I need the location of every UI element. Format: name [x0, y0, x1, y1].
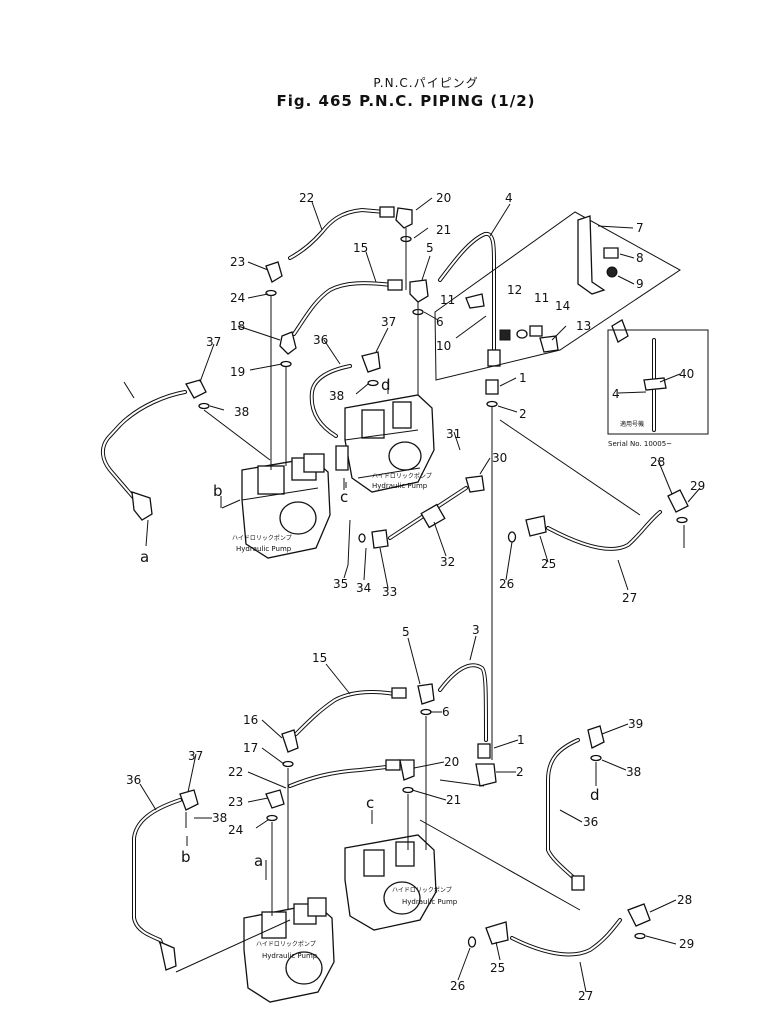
callout-38: 38 — [329, 389, 344, 403]
callout-1-lower: 1 — [517, 733, 525, 747]
callout-33: 33 — [382, 585, 397, 599]
callout-numbers: 22 20 4 7 21 23 15 5 8 24 11 12 11 14 9 … — [126, 191, 705, 1003]
callout-21-lower: 21 — [446, 793, 461, 807]
callout-b-lower: b — [181, 848, 191, 866]
pump-label-jp: ハイドロリックポンプ — [232, 534, 292, 542]
callout-15-lower: 15 — [312, 651, 327, 665]
callout-30: 30 — [492, 451, 507, 465]
callout-1: 1 — [519, 371, 527, 385]
callout-38-lower-left: 38 — [212, 811, 227, 825]
callout-35: 35 — [333, 577, 348, 591]
lower-assembly: ハイドロリックポンプ Hydraulic Pump ハイドロリックポンプ Hyd… — [132, 663, 651, 1003]
callout-23: 23 — [230, 255, 245, 269]
pump-label-en: Hydraulic Pump — [262, 952, 318, 960]
callout-8: 8 — [636, 251, 644, 265]
inset-box — [607, 329, 709, 435]
callout-27: 27 — [622, 591, 637, 605]
callout-36-lower-left: 36 — [126, 773, 141, 787]
callout-25: 25 — [541, 557, 556, 571]
callout-22: 22 — [299, 191, 314, 205]
connection-arrows — [145, 380, 597, 880]
callout-32: 32 — [440, 555, 455, 569]
callout-14: 14 — [555, 299, 570, 313]
callout-c: c — [340, 488, 348, 506]
callout-24: 24 — [230, 291, 245, 305]
callout-2: 2 — [519, 407, 527, 421]
callout-16: 16 — [243, 713, 258, 727]
pump-label-en: Hydraulic Pump — [402, 898, 458, 906]
callout-36-lower-right: 36 — [583, 815, 598, 829]
callout-25-lower: 25 — [490, 961, 505, 975]
callout-24-lower: 24 — [228, 823, 243, 837]
hydraulic-pump-upper-right: ハイドロリックポンプ Hydraulic Pump — [344, 394, 435, 493]
callout-2-lower: 2 — [516, 765, 524, 779]
callout-9: 9 — [636, 277, 644, 291]
callout-18: 18 — [230, 319, 245, 333]
callout-19: 19 — [230, 365, 245, 379]
hydraulic-pump-lower-left: ハイドロリックポンプ Hydraulic Pump — [243, 897, 335, 1003]
figure-title: Fig. 465 P.N.C. PIPING (1/2) — [276, 92, 536, 110]
callout-d-lower: d — [590, 786, 600, 804]
callout-36: 36 — [313, 333, 328, 347]
callout-d: d — [381, 376, 391, 394]
callout-22-lower: 22 — [228, 765, 243, 779]
callout-6: 6 — [436, 315, 444, 329]
callout-10: 10 — [436, 339, 451, 353]
applicable-label: 適用号機 — [620, 420, 644, 428]
callout-4b: 4 — [612, 387, 620, 401]
pump-label-en: Hydraulic Pump — [372, 482, 428, 490]
callout-37-lower: 37 — [188, 749, 203, 763]
callout-26-lower: 26 — [450, 979, 465, 993]
callout-4: 4 — [505, 191, 513, 205]
callout-11: 11 — [440, 293, 455, 307]
callout-5: 5 — [426, 241, 434, 255]
callout-29-lower: 29 — [679, 937, 694, 951]
callout-20: 20 — [436, 191, 451, 205]
callout-7: 7 — [636, 221, 644, 235]
callout-21: 21 — [436, 223, 451, 237]
upper-assembly: ハイドロリックポンプ Hydraulic Pump ハイドロリックポンプ Hyd… — [101, 206, 709, 760]
callout-38b: 38 — [234, 405, 249, 419]
callout-28-lower: 28 — [677, 893, 692, 907]
callout-17: 17 — [243, 741, 258, 755]
callout-23-lower: 23 — [228, 795, 243, 809]
callout-37b: 37 — [381, 315, 396, 329]
callout-34: 34 — [356, 581, 371, 595]
figure-title-japanese: P.N.C.パイピング — [373, 76, 479, 90]
serial-label: Serial No. 10005~ — [608, 440, 672, 448]
callout-38-lower-right: 38 — [626, 765, 641, 779]
callout-6-lower: 6 — [442, 705, 450, 719]
callout-a-lower: a — [254, 852, 263, 870]
pump-label-jp: ハイドロリックポンプ — [256, 940, 316, 948]
callout-13: 13 — [576, 319, 591, 333]
callout-12: 12 — [507, 283, 522, 297]
callout-b: b — [213, 482, 223, 500]
callout-5-lower: 5 — [402, 625, 410, 639]
hydraulic-pump-lower-right: ハイドロリックポンプ Hydraulic Pump — [344, 834, 458, 931]
callout-29: 29 — [690, 479, 705, 493]
callout-leaders — [123, 197, 701, 993]
callout-15: 15 — [353, 241, 368, 255]
callout-31: 31 — [446, 427, 461, 441]
callout-26: 26 — [499, 577, 514, 591]
callout-3: 3 — [472, 623, 480, 637]
callout-37: 37 — [206, 335, 221, 349]
callout-20-lower: 20 — [444, 755, 459, 769]
pump-label-en: Hydraulic Pump — [236, 545, 292, 553]
hydraulic-pump-upper-left: ハイドロリックポンプ Hydraulic Pump — [232, 453, 331, 559]
callout-28: 28 — [650, 455, 665, 469]
callout-40: 40 — [679, 367, 694, 381]
callout-27-lower: 27 — [578, 989, 593, 1003]
pump-label-jp: ハイドロリックポンプ — [392, 886, 452, 894]
pump-label-jp: ハイドロリックポンプ — [372, 472, 432, 480]
callout-a: a — [140, 548, 149, 566]
callout-39: 39 — [628, 717, 643, 731]
callout-11b: 11 — [534, 291, 549, 305]
callout-c-lower: c — [366, 794, 374, 812]
